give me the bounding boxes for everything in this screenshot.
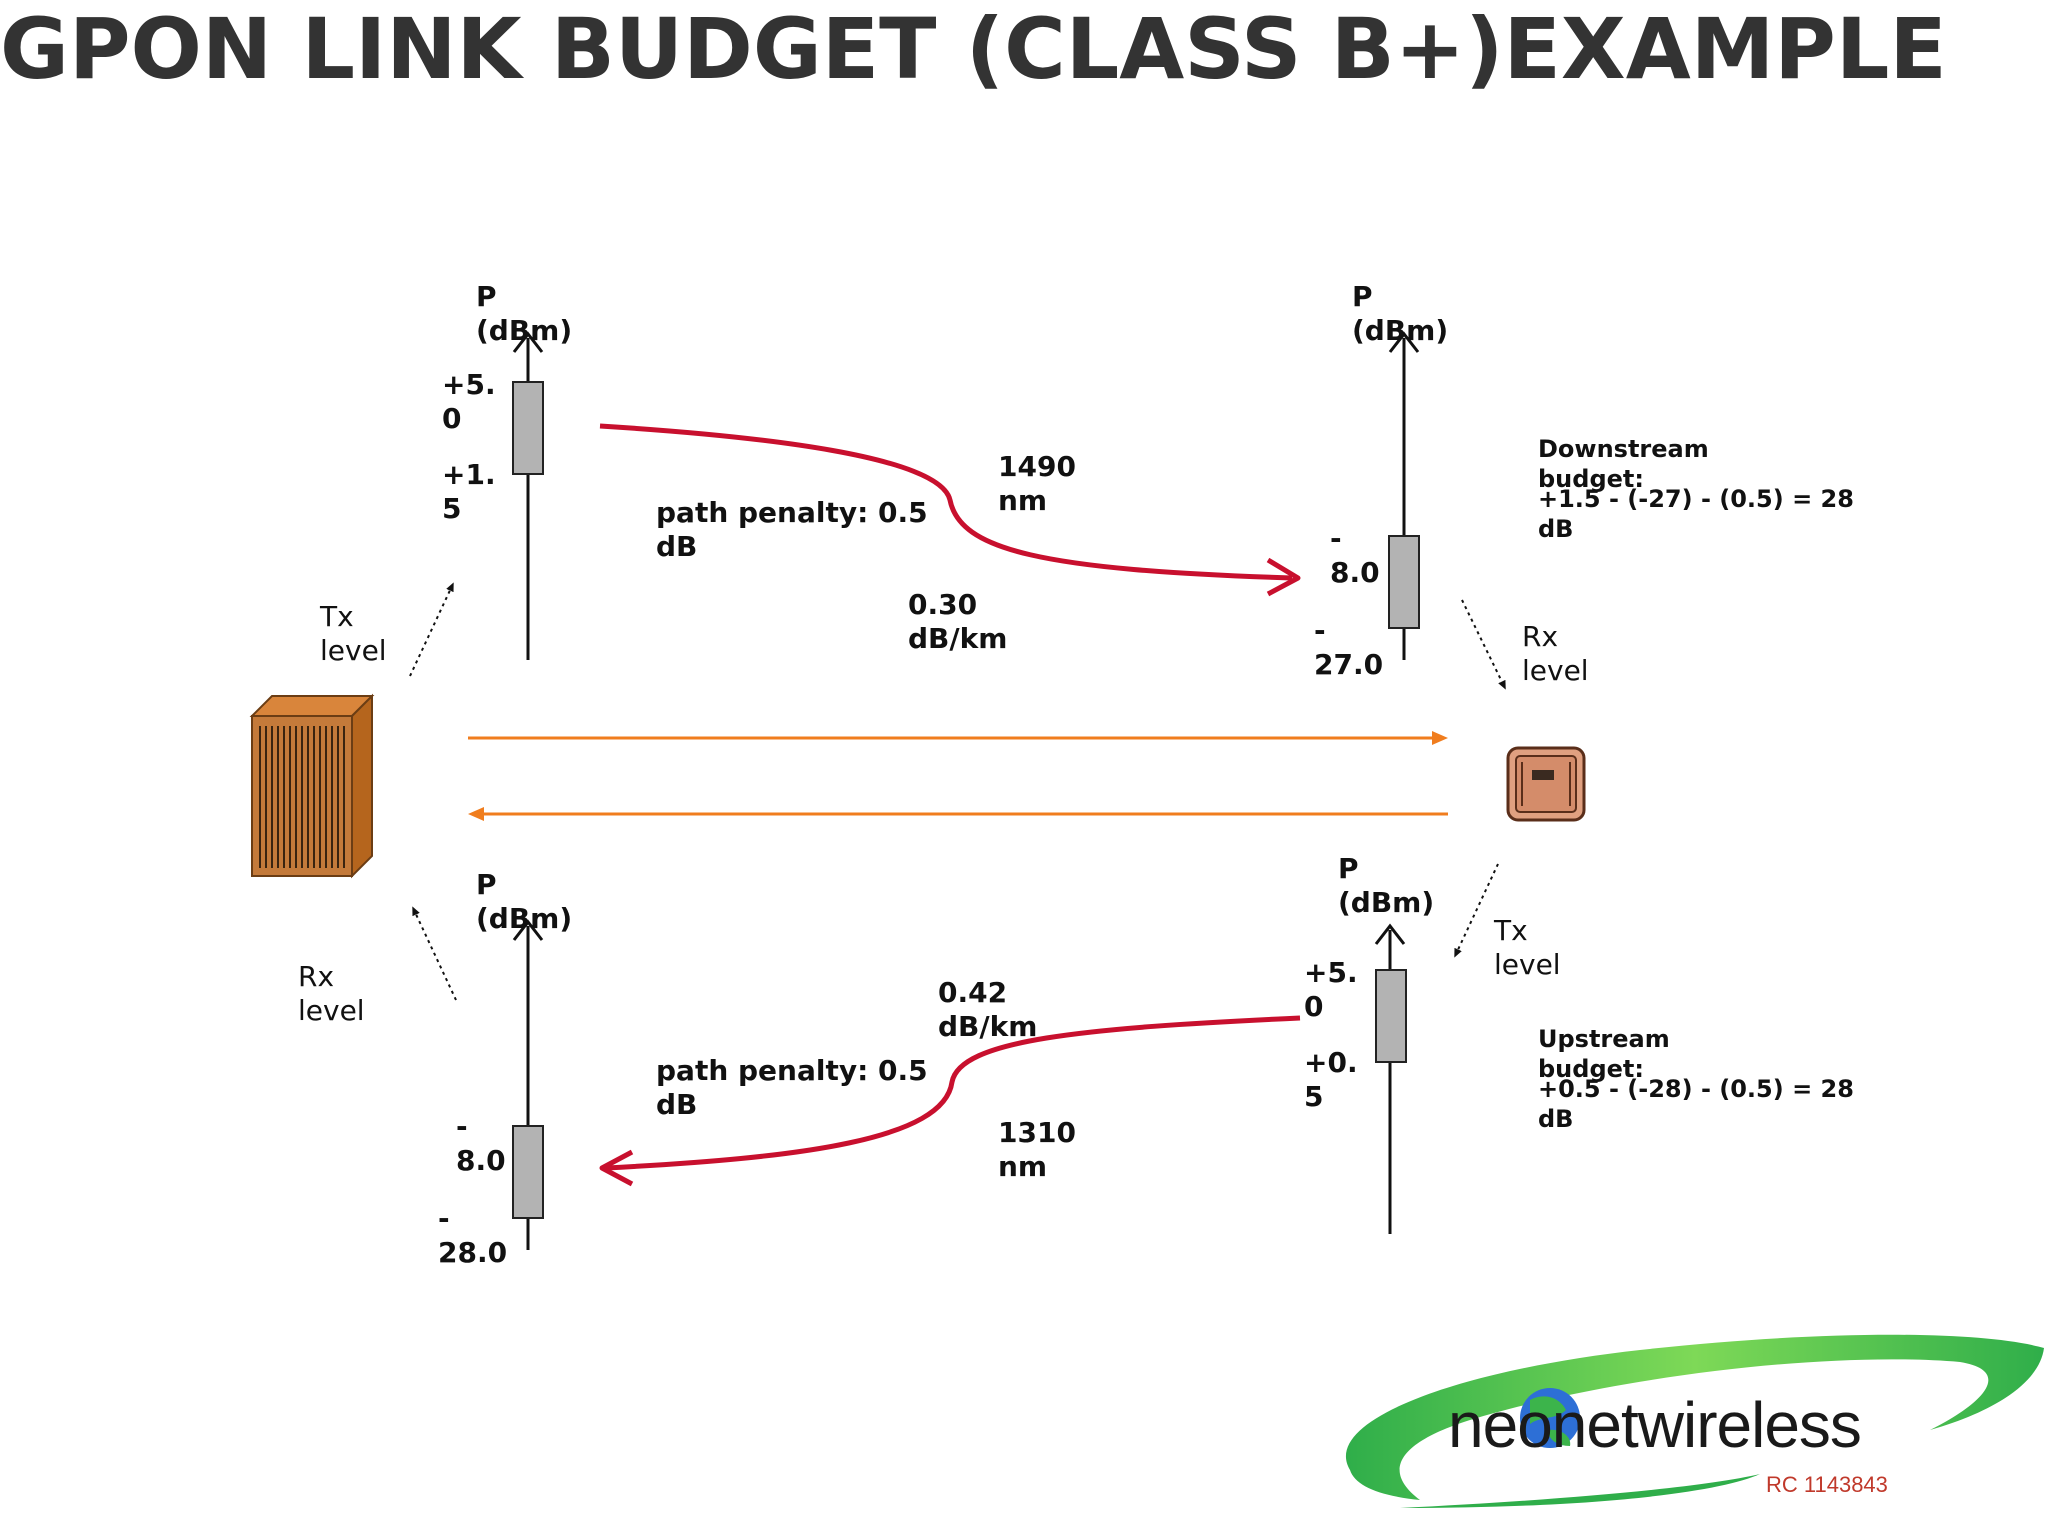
olt-rx-axis-label: P (dBm) [476,868,573,935]
onu-rx-pointer [1461,599,1506,690]
onu-rx-level-label: Rx level [1522,620,1589,687]
company-logo-text: neonetwireless [1448,1389,1862,1461]
downstream-path-penalty: path penalty: 0.5 dB [656,496,928,563]
olt-rx-min-value: - 28.0 [438,1202,508,1269]
olt-tx-level-label: Tx level [320,600,387,667]
upstream-link-arrow [468,807,1448,821]
company-registration-number: RC 1143843 [1766,1472,1888,1497]
onu-tx-range-bar [1375,969,1407,1063]
olt-rx-power-scale [512,919,544,1250]
onu-rx-axis-label: P (dBm) [1352,280,1449,347]
olt-tx-range-bar [512,381,544,475]
onu-tx-max-value: +5. 0 [1304,956,1358,1023]
onu-tx-power-scale [1374,923,1407,1234]
upstream-attenuation: 0.42 dB/km [938,976,1038,1043]
company-logo-swoosh [1345,1334,2044,1508]
upstream-power-curve [599,1015,1301,1187]
downstream-wavelength: 1490 nm [998,450,1076,517]
olt-rx-level-label: Rx level [298,960,365,1027]
downstream-budget: Downstream budget: +1.5 - (-27) - (0.5) … [1538,435,1854,543]
onu-rx-min-value: - 27.0 [1314,614,1384,681]
downstream-link-arrow [468,731,1448,745]
olt-cabinet-icon [249,693,375,879]
downstream-power-curve [599,423,1301,597]
onu-tx-level-label: Tx level [1494,914,1561,981]
upstream-budget: Upstream budget: +0.5 - (-28) - (0.5) = … [1538,1025,1854,1133]
onu-tx-pointer [1454,863,1499,958]
olt-rx-range-bar [512,1125,544,1219]
onu-tx-axis-label: P (dBm) [1338,852,1435,919]
onu-rx-max-value: - 8.0 [1330,522,1380,589]
upstream-wavelength: 1310 nm [998,1116,1076,1183]
onu-device-icon [1506,746,1586,822]
slide-title: GPON LINK BUDGET (CLASS B+)EXAMPLE [0,0,1947,98]
olt-rx-pointer [412,906,457,1001]
globe-icon [1520,1388,1580,1448]
olt-tx-max-value: +5. 0 [442,368,496,435]
olt-tx-power-scale [512,331,544,660]
olt-tx-axis-label: P (dBm) [476,280,573,347]
downstream-attenuation: 0.30 dB/km [908,588,1008,655]
onu-rx-range-bar [1388,535,1420,629]
olt-tx-pointer [409,582,454,677]
onu-rx-power-scale [1388,331,1420,660]
onu-tx-min-value: +0. 5 [1304,1046,1358,1113]
olt-rx-max-value: - 8.0 [456,1110,506,1177]
upstream-path-penalty: path penalty: 0.5 dB [656,1054,928,1121]
olt-tx-min-value: +1. 5 [442,458,496,525]
